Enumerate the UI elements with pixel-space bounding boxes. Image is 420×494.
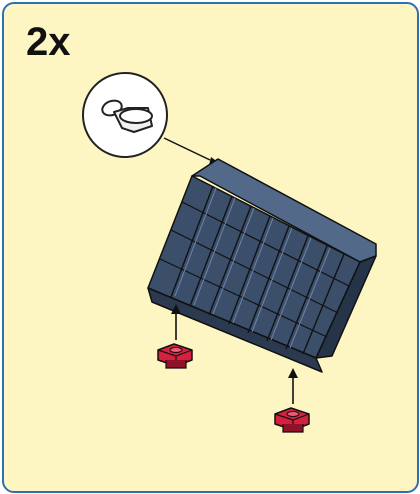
step-illustration [82,72,377,433]
connector-piece-right [274,407,310,433]
callout-arrow [163,137,211,161]
tool-icon [101,99,153,133]
callout-bubble [82,72,168,158]
roof-slope-part [147,158,377,373]
quantity-label: 2x [26,20,71,64]
connector-piece-left [157,343,193,369]
